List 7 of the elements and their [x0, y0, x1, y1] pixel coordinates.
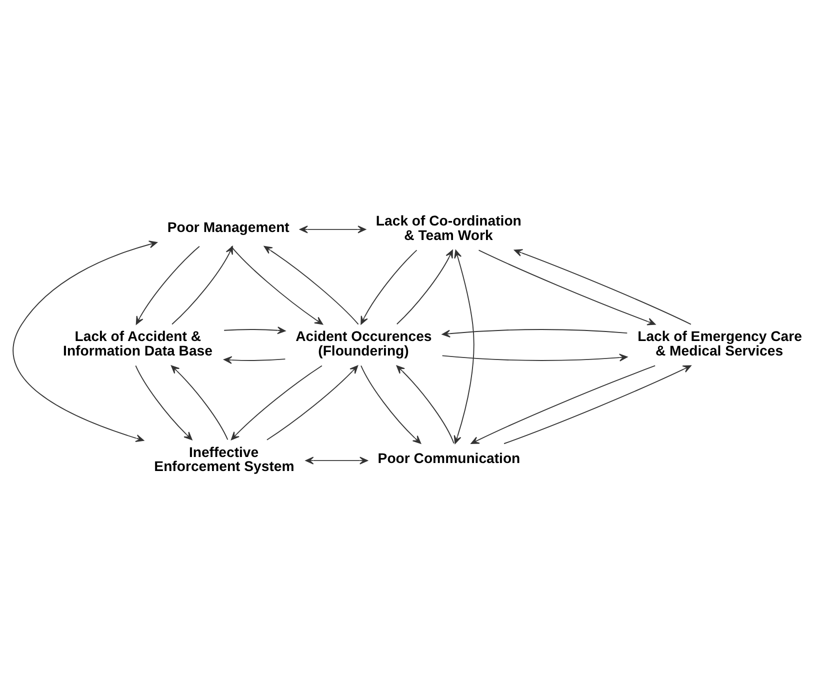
node-text: Poor Management	[167, 218, 290, 235]
node-text: Lack of Emergency Care & Medical Services	[638, 328, 802, 358]
node-text: Lack of Co-ordination & Team Work	[376, 212, 522, 243]
node-text: Poor Communication	[378, 450, 520, 466]
node-text: Ineffective Enforcement System	[154, 444, 294, 474]
node-text: Lack of Accident & Information Data Base	[63, 328, 212, 358]
node-text: Acident Occurences (Floundering)	[296, 328, 432, 358]
